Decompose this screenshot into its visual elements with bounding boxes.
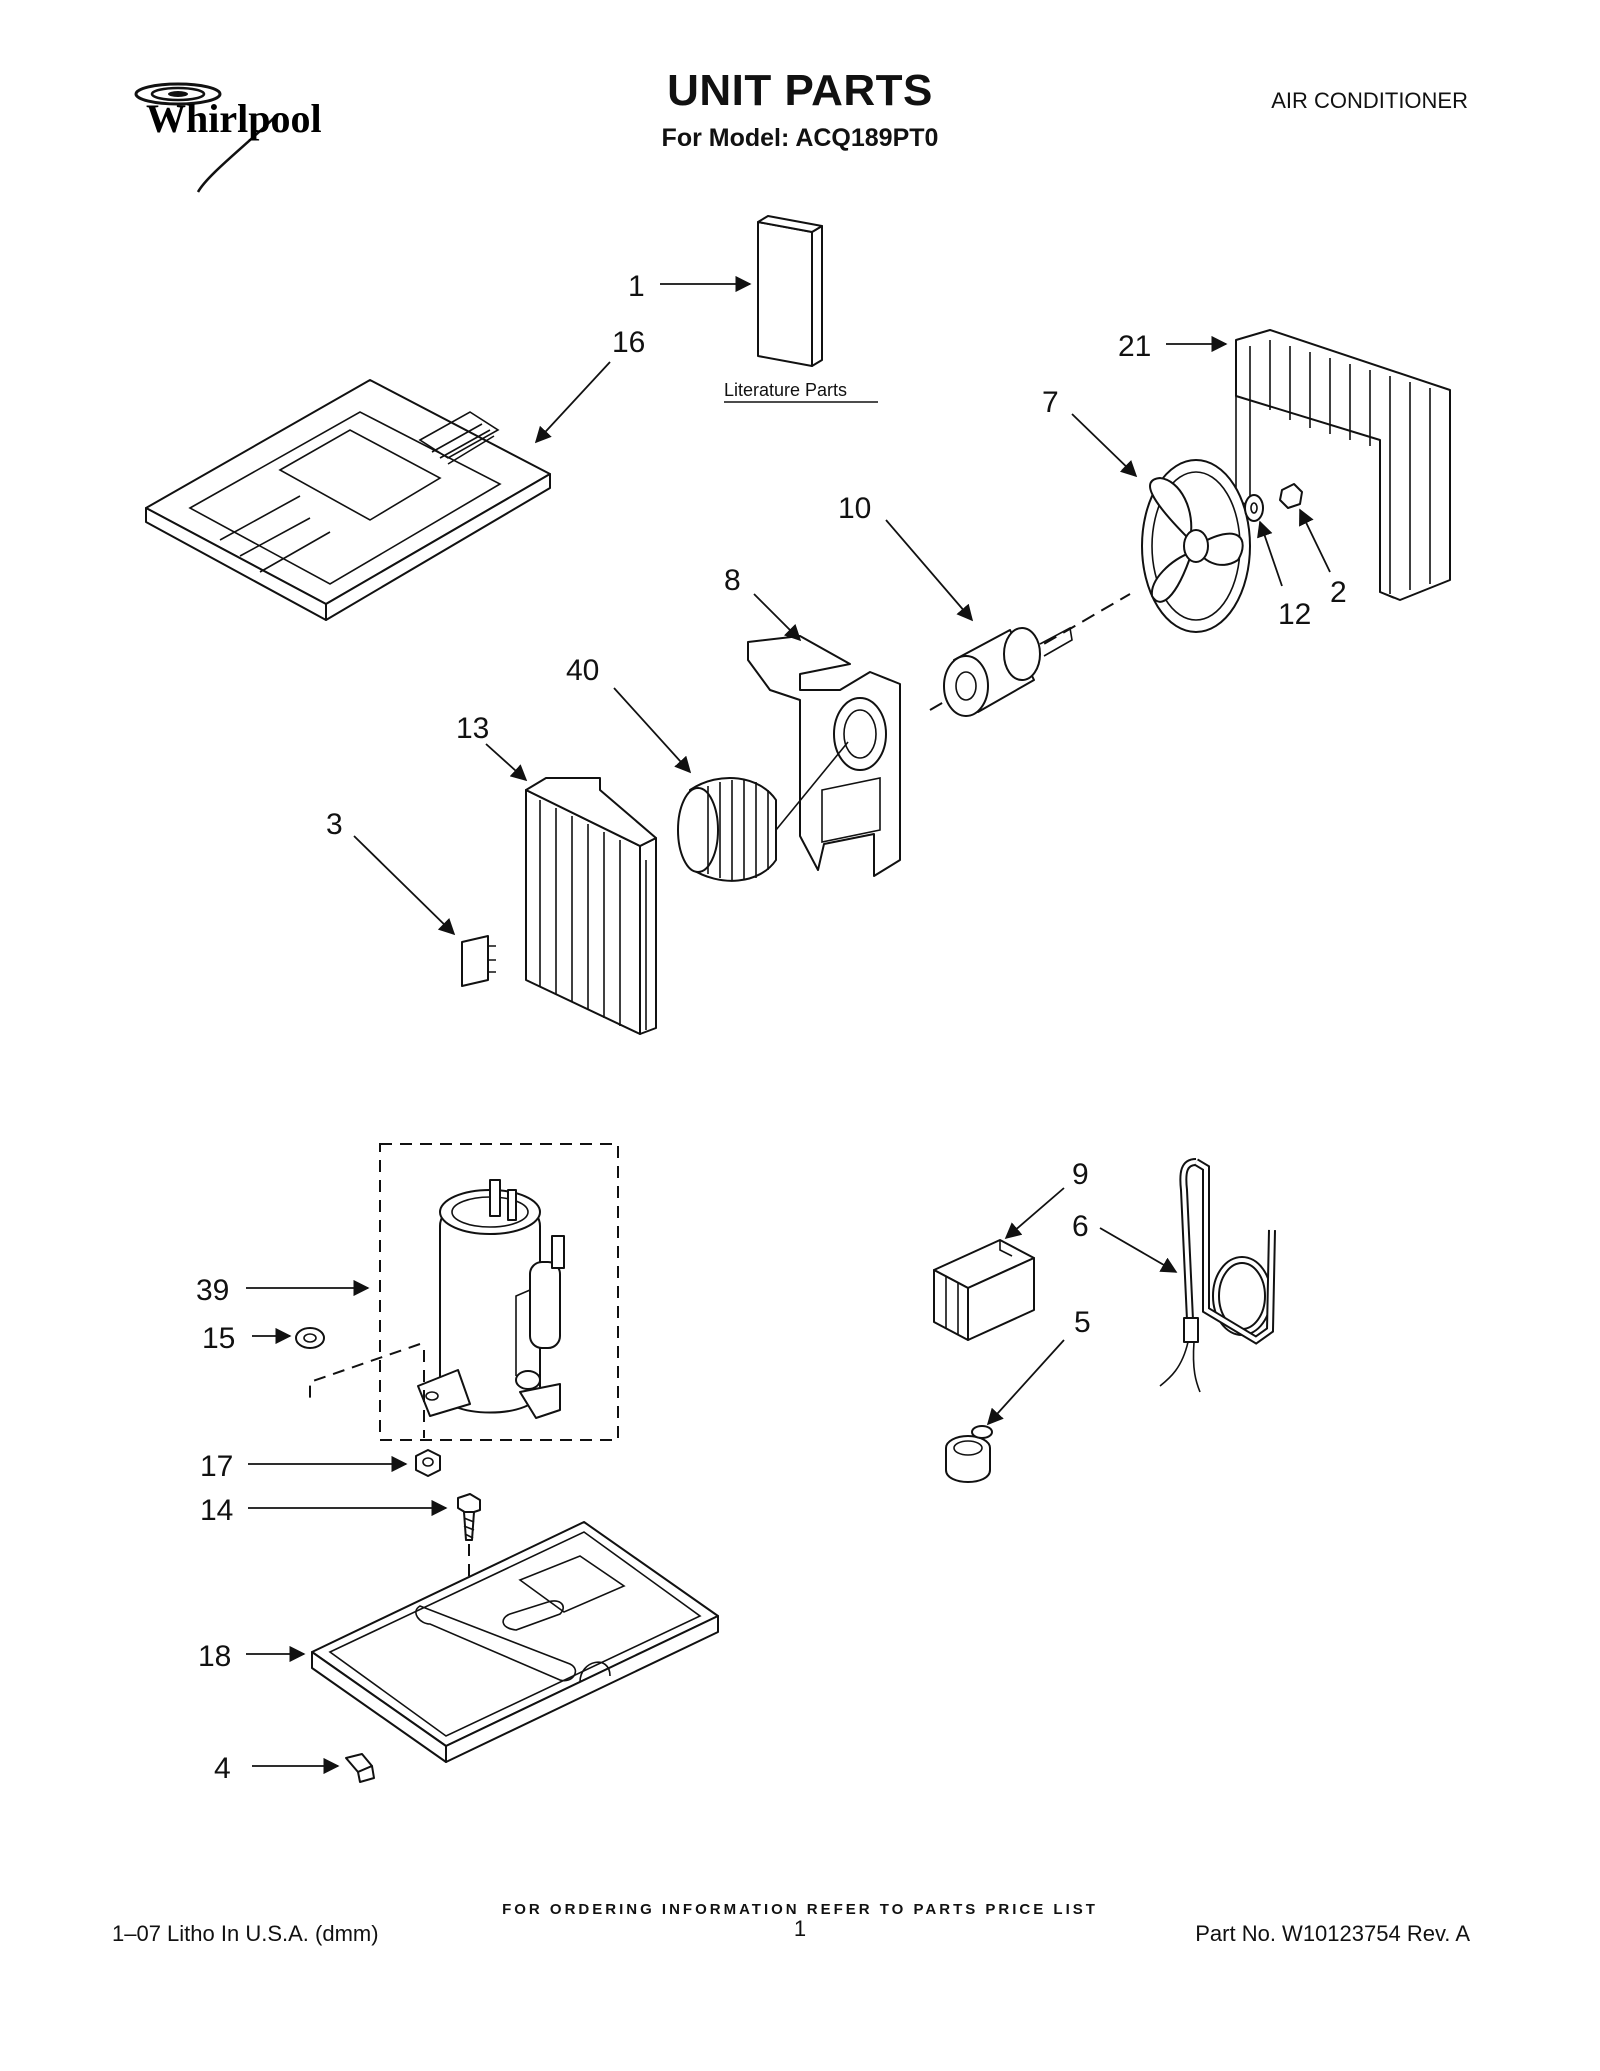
part-14-screw xyxy=(457,1493,481,1541)
part-4-bracket xyxy=(345,1753,375,1783)
brand-wordmark: Whirlpool xyxy=(146,96,322,141)
callout-39: 39 xyxy=(196,1274,229,1307)
callout-5: 5 xyxy=(1074,1306,1091,1339)
callout-9: 9 xyxy=(1072,1158,1089,1191)
arrow-40 xyxy=(613,687,692,774)
page-title: UNIT PARTS xyxy=(667,66,933,115)
arrow-6 xyxy=(1099,1227,1178,1273)
part-40-blower-wheel xyxy=(677,741,849,882)
callout-4: 4 xyxy=(214,1752,231,1785)
model-subtitle: For Model: ACQ189PT0 xyxy=(661,124,939,152)
part-8-motor-bracket xyxy=(747,635,901,877)
part-21-condenser-coil xyxy=(1235,329,1451,601)
callout-8: 8 xyxy=(724,564,741,597)
page-number: 1 xyxy=(793,1916,807,1941)
arrow-8 xyxy=(753,593,802,642)
part-9-cover xyxy=(933,1239,1035,1341)
callout-3: 3 xyxy=(326,808,343,841)
part-17-nut xyxy=(415,1449,441,1477)
callout-7: 7 xyxy=(1042,386,1059,419)
compressor-mount-guide-left xyxy=(309,1343,421,1402)
part-number: Part No. W10123754 Rev. A xyxy=(1195,1921,1470,1946)
exploded-parts-diagram: 1 Literature Parts 16 21 7 xyxy=(145,215,1451,1785)
callout-14: 14 xyxy=(200,1494,233,1527)
callout-13: 13 xyxy=(456,712,489,745)
part-3-clip xyxy=(461,935,496,987)
callout-21: 21 xyxy=(1118,330,1151,363)
part-12-washer xyxy=(1244,494,1264,522)
arrow-16 xyxy=(534,361,611,444)
part-7-condenser-fan xyxy=(1141,459,1251,633)
arrow-7 xyxy=(1071,413,1138,478)
callout-40: 40 xyxy=(566,654,599,687)
part-13-evaporator-coil xyxy=(525,777,657,1035)
callout-18: 18 xyxy=(198,1640,231,1673)
part-6-thermistor xyxy=(1159,1158,1276,1393)
arrow-9 xyxy=(1004,1187,1065,1240)
part-5-bushing xyxy=(945,1425,993,1483)
arrow-3 xyxy=(353,835,456,936)
literature-parts-label: Literature Parts xyxy=(724,380,847,400)
callout-12: 12 xyxy=(1278,598,1311,631)
part-15-grommet xyxy=(295,1327,325,1349)
callout-10: 10 xyxy=(838,492,871,525)
litho-info: 1–07 Litho In U.S.A. (dmm) xyxy=(112,1921,379,1946)
arrow-12 xyxy=(1257,520,1283,587)
part-18-base-pan xyxy=(311,1521,719,1763)
compressor-assembly-box xyxy=(379,1143,619,1441)
arrow-10 xyxy=(885,519,974,622)
callout-6: 6 xyxy=(1072,1210,1089,1243)
part-39-compressor xyxy=(417,1179,565,1419)
whirlpool-logo: Whirlpool xyxy=(128,74,378,199)
arrow-2 xyxy=(1299,508,1331,573)
arrow-13 xyxy=(485,743,528,782)
callout-17: 17 xyxy=(200,1450,233,1483)
callout-2: 2 xyxy=(1330,576,1347,609)
part-2-nut xyxy=(1279,483,1303,509)
product-type: AIR CONDITIONER xyxy=(1271,88,1468,113)
part-1-literature xyxy=(757,215,823,367)
callout-16: 16 xyxy=(612,326,645,359)
part-10-fan-motor xyxy=(929,593,1131,717)
callout-15: 15 xyxy=(202,1322,235,1355)
arrow-5 xyxy=(986,1339,1065,1426)
callout-1: 1 xyxy=(628,270,645,303)
part-16-top-panel xyxy=(145,379,551,621)
ordering-note: FOR ORDERING INFORMATION REFER TO PARTS … xyxy=(502,1901,1098,1918)
